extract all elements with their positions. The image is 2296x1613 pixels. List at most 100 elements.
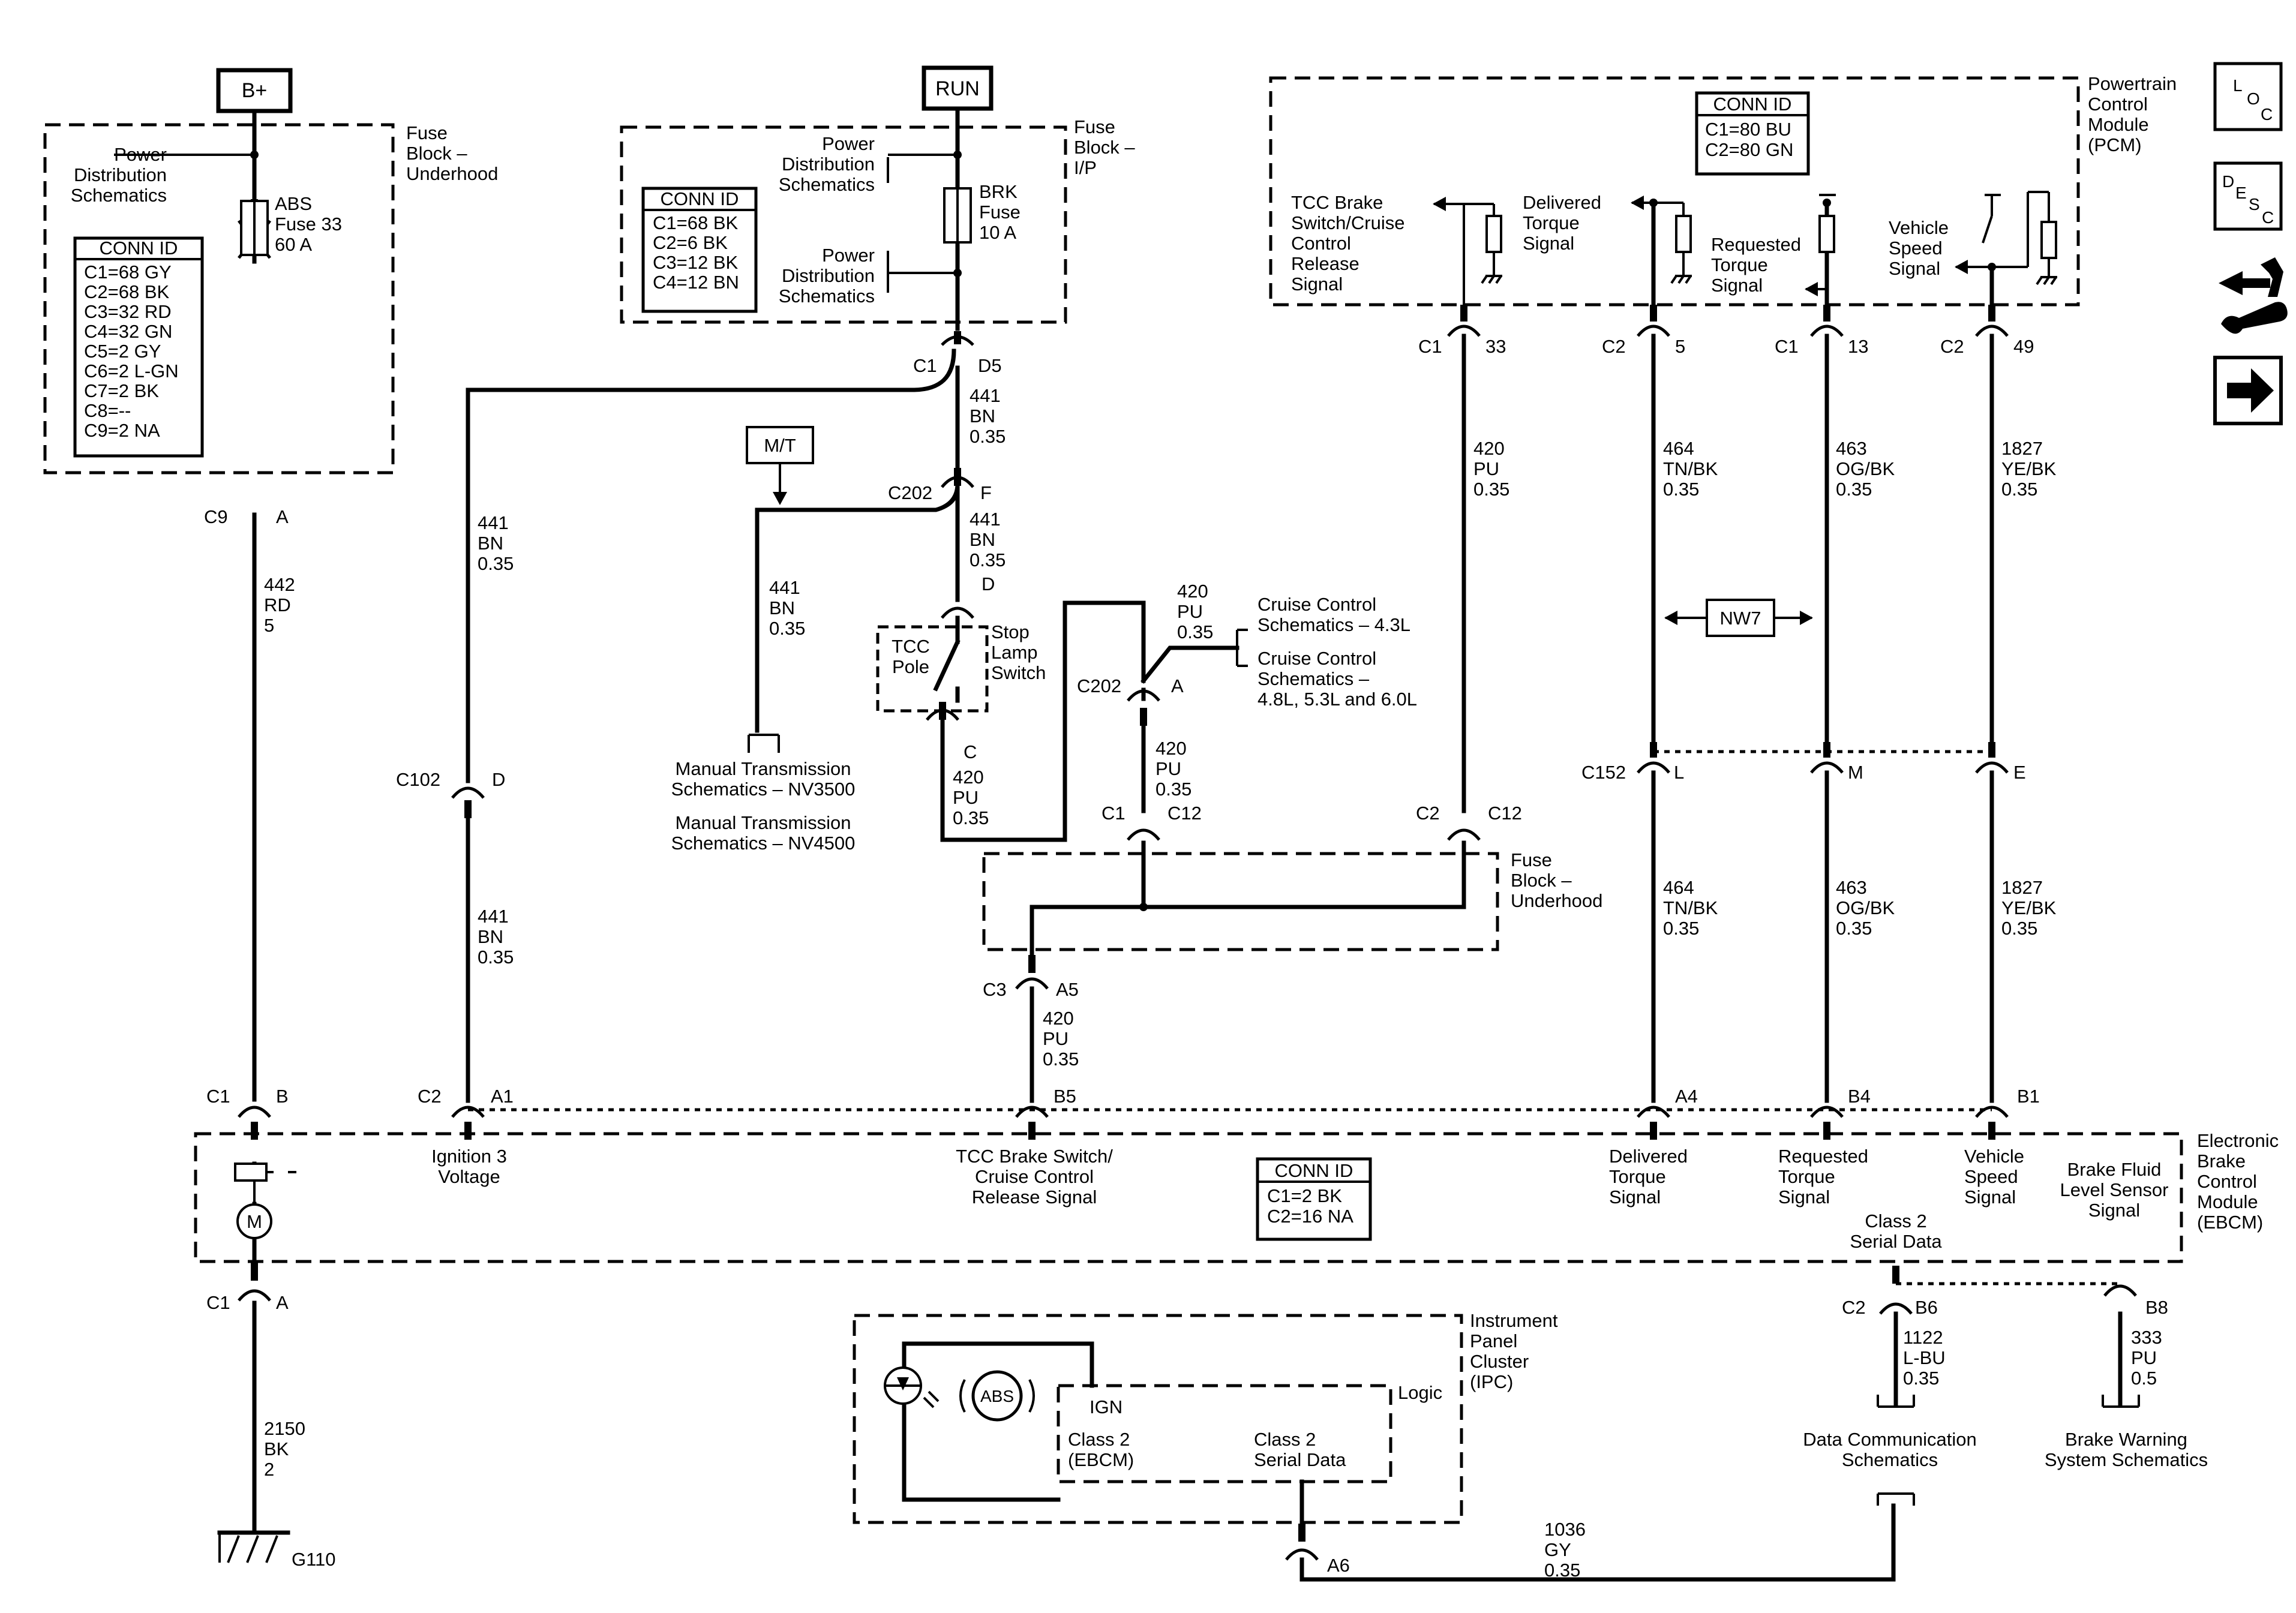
svg-text:C1: C1	[1775, 336, 1799, 357]
svg-text:C9: C9	[204, 506, 228, 527]
svg-text:L: L	[1674, 762, 1684, 783]
connector-c3-a5	[1015, 955, 1049, 990]
svg-text:B8: B8	[2145, 1297, 2168, 1318]
svg-text:D5: D5	[978, 355, 1002, 376]
svg-text:F: F	[980, 482, 992, 503]
svg-text:D: D	[492, 769, 505, 790]
ebcm-relay-motor: M	[234, 1163, 296, 1260]
next-page-arrow-icon[interactable]	[2213, 356, 2283, 425]
svg-text:A1: A1	[491, 1086, 514, 1107]
location-icon[interactable]: L O C	[2213, 62, 2283, 131]
connector-ebcm-c1-a	[238, 1263, 271, 1302]
connector-ebcm-b4	[1810, 1106, 1844, 1140]
connector-c1-c12	[1127, 828, 1160, 841]
svg-text:CONN ID: CONN ID	[100, 238, 178, 259]
run-label: RUN	[935, 77, 980, 100]
mt-arrow	[773, 463, 787, 505]
ipc-indicator-lamps: ABS	[884, 1366, 1035, 1422]
connector-pcm-c2-5	[1637, 305, 1670, 337]
svg-text:C1: C1	[1418, 336, 1442, 357]
ipc-class2-ebcm-label: Class 2(EBCM)	[1068, 1429, 1134, 1470]
svg-text:A: A	[276, 1292, 289, 1313]
fuse-block-ip-box	[620, 125, 1067, 324]
svg-text:C1: C1	[206, 1292, 230, 1313]
description-icon[interactable]: D E S C	[2213, 161, 2283, 231]
connector-c202-f	[941, 468, 974, 488]
connector-c1-d5	[941, 331, 974, 346]
pcm-box	[1269, 76, 2080, 307]
svg-text:13: 13	[1848, 336, 1868, 357]
svg-text:D: D	[982, 573, 995, 594]
connector-ebcm-c1-b	[238, 1106, 271, 1140]
diagnostics-icon[interactable]	[2219, 257, 2288, 334]
abs-warning-icon	[971, 1370, 1023, 1422]
svg-text:C2: C2	[1842, 1297, 1866, 1318]
nw7-box	[1706, 599, 1775, 637]
svg-text:B5: B5	[1054, 1086, 1076, 1107]
svg-text:G110: G110	[292, 1549, 336, 1570]
svg-text:O: O	[2247, 89, 2260, 108]
svg-text:L: L	[2233, 76, 2243, 95]
connector-stop-lamp-d	[941, 606, 974, 619]
svg-text:B1: B1	[2017, 1086, 2040, 1107]
connector-ebcm-b1	[1975, 1106, 2009, 1140]
connector-pcm-c2-49	[1975, 305, 2009, 337]
ipc-box	[853, 1314, 1463, 1524]
svg-text:49: 49	[2013, 336, 2034, 357]
svg-text:C: C	[964, 741, 977, 762]
ebcm-box	[194, 1132, 2183, 1263]
svg-text:CONN ID: CONN ID	[1275, 1160, 1353, 1181]
svg-text:C: C	[2262, 208, 2274, 227]
svg-text:CONN ID: CONN ID	[661, 188, 739, 209]
svg-text:E: E	[2235, 184, 2247, 202]
pcm-internal-circuits	[1433, 191, 2057, 305]
svg-text:C102: C102	[396, 769, 440, 790]
connector-pcm-c1-33	[1447, 305, 1481, 337]
connector-ebcm-c2-a1	[451, 1106, 485, 1140]
ipc-ign-label: IGN	[1090, 1396, 1123, 1417]
svg-text:A: A	[1171, 675, 1184, 696]
connector-ebcm-b5	[1015, 1106, 1049, 1140]
svg-text:C3: C3	[983, 979, 1007, 1000]
svg-text:CONN ID: CONN ID	[1713, 94, 1792, 115]
mt-option-box	[746, 426, 814, 464]
svg-text:C1: C1	[206, 1086, 230, 1107]
motor-label: M	[247, 1211, 262, 1232]
abs-icon-label: ABS	[980, 1387, 1014, 1405]
connector-c102-d	[451, 786, 485, 818]
